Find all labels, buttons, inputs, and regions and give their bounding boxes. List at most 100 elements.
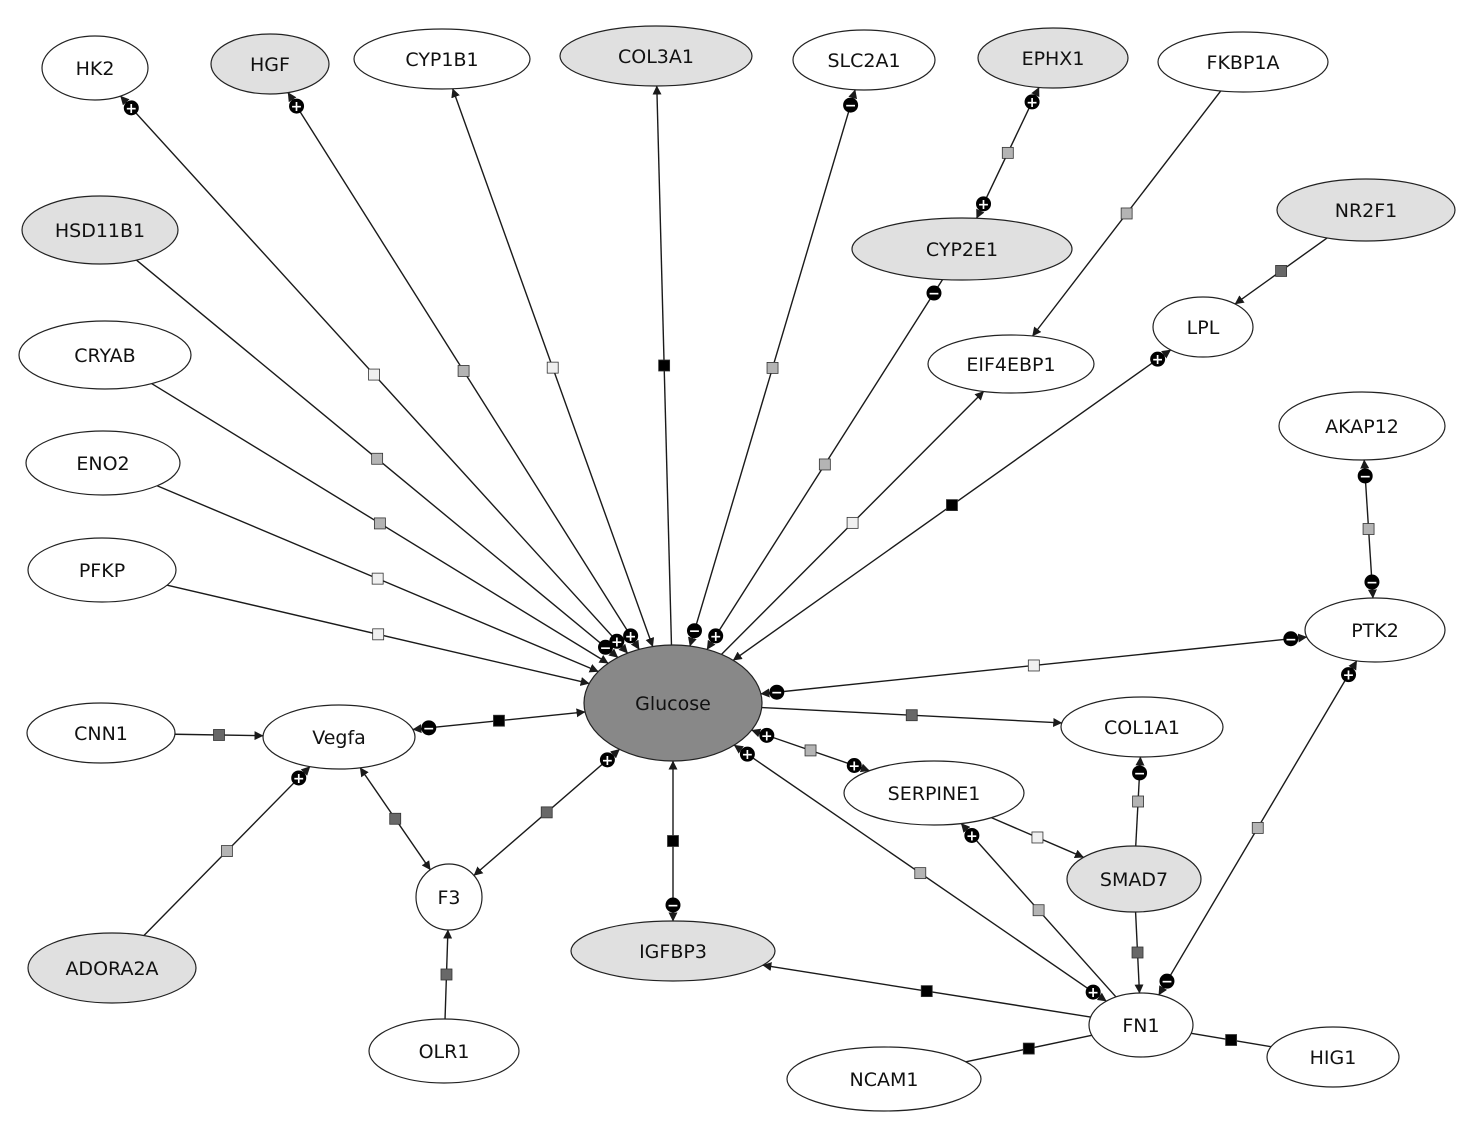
- node-shape: [18, 320, 192, 390]
- sign-circle: [759, 727, 775, 743]
- sign-circle: [1085, 984, 1101, 1000]
- node-adora2a[interactable]: ADORA2A: [27, 932, 197, 1004]
- node-nr2f1[interactable]: NR2F1: [1276, 178, 1456, 242]
- node-ncam1[interactable]: NCAM1: [786, 1046, 982, 1112]
- node-ephx1[interactable]: EPHX1: [977, 27, 1129, 89]
- sign-circle: [739, 746, 755, 762]
- node-fn1[interactable]: FN1: [1088, 992, 1194, 1058]
- node-hgf[interactable]: HGF: [210, 33, 330, 95]
- sign-circle: [846, 758, 862, 774]
- node-shape: [25, 430, 181, 496]
- node-olr1[interactable]: OLR1: [368, 1018, 520, 1084]
- node-serpine1[interactable]: SERPINE1: [843, 760, 1025, 826]
- node-cyp2e1[interactable]: CYP2E1: [851, 217, 1073, 281]
- node-cryab[interactable]: CRYAB: [18, 320, 192, 390]
- sign-glyph: −: [423, 721, 435, 737]
- node-akap12[interactable]: AKAP12: [1278, 391, 1446, 461]
- edges-layer: [120, 85, 1377, 1063]
- node-smad7[interactable]: SMAD7: [1066, 845, 1202, 913]
- sign-circle: [289, 98, 305, 114]
- node-label: NR2F1: [1335, 200, 1398, 222]
- node-slc2a1[interactable]: SLC2A1: [792, 29, 936, 91]
- sign-circle: [609, 633, 625, 649]
- node-shape: [262, 704, 416, 770]
- sign-circle: [1341, 667, 1357, 683]
- node-eno2[interactable]: ENO2: [25, 430, 181, 496]
- sign-glyph: +: [1343, 668, 1355, 684]
- node-label: HIG1: [1310, 1047, 1357, 1069]
- node-shape: [21, 195, 179, 265]
- relation-marker: [658, 359, 671, 372]
- node-col3a1[interactable]: COL3A1: [559, 25, 753, 87]
- node-vegfa[interactable]: Vegfa: [262, 704, 416, 770]
- node-label: CRYAB: [74, 345, 135, 367]
- node-cnn1[interactable]: CNN1: [26, 702, 176, 764]
- node-lpl[interactable]: LPL: [1152, 296, 1254, 358]
- node-glucose[interactable]: Glucose: [583, 644, 763, 762]
- node-label: PFKP: [79, 560, 125, 582]
- relation-marker: [914, 867, 927, 880]
- node-shape: [570, 920, 776, 982]
- positive-sign-icon: +: [291, 770, 307, 787]
- node-shape: [368, 1018, 520, 1084]
- negative-sign-icon: −: [926, 285, 942, 302]
- node-label: F3: [437, 887, 460, 909]
- sign-circle: [291, 770, 307, 786]
- node-col1a1[interactable]: COL1A1: [1060, 696, 1224, 758]
- sign-glyph: −: [928, 286, 940, 302]
- positive-sign-icon: +: [623, 628, 639, 645]
- node-shape: [927, 334, 1095, 394]
- node-pfkp[interactable]: PFKP: [27, 537, 177, 603]
- node-fkbp1a[interactable]: FKBP1A: [1157, 31, 1329, 93]
- positive-sign-icon: +: [1341, 667, 1357, 684]
- node-shape: [41, 35, 149, 101]
- node-shape: [1088, 992, 1194, 1058]
- sign-glyph: −: [845, 98, 857, 114]
- node-ptk2[interactable]: PTK2: [1304, 597, 1446, 663]
- node-cyp1b1[interactable]: CYP1B1: [353, 28, 531, 90]
- sign-glyph: +: [611, 634, 623, 650]
- sign-glyph: −: [771, 685, 783, 701]
- relation-marker: [667, 835, 679, 847]
- node-shape: [583, 644, 763, 762]
- sign-circle: [1364, 574, 1380, 590]
- positive-sign-icon: +: [609, 633, 625, 650]
- relation-marker: [766, 362, 779, 374]
- sign-glyph: +: [978, 197, 990, 213]
- node-shape: [27, 932, 197, 1004]
- node-hig1[interactable]: HIG1: [1266, 1026, 1400, 1088]
- node-eif4ebp1[interactable]: EIF4EBP1: [927, 334, 1095, 394]
- sign-circle: [964, 827, 980, 843]
- relation-marker: [1225, 1034, 1238, 1046]
- relation-marker: [1132, 795, 1144, 808]
- relation-marker: [457, 365, 470, 377]
- sign-circle: [976, 196, 992, 212]
- node-label: CYP2E1: [926, 239, 998, 261]
- node-shape: [26, 702, 176, 764]
- sign-circle: [769, 684, 785, 700]
- sign-circle: [1024, 94, 1040, 110]
- node-label: IGFBP3: [639, 941, 707, 963]
- sign-circle: [623, 628, 639, 644]
- node-shape: [1066, 845, 1202, 913]
- sign-glyph: +: [291, 99, 303, 115]
- relation-marker: [1120, 207, 1133, 220]
- relation-marker: [905, 709, 918, 722]
- node-hk2[interactable]: HK2: [41, 35, 149, 101]
- node-shape: [1278, 391, 1446, 461]
- node-shape: [1266, 1026, 1400, 1088]
- node-label: Glucose: [635, 693, 711, 715]
- relation-marker: [818, 458, 831, 471]
- sign-circle: [598, 639, 614, 655]
- node-label: FN1: [1122, 1015, 1159, 1037]
- node-hsd11b1[interactable]: HSD11B1: [21, 195, 179, 265]
- sign-glyph: −: [1134, 766, 1146, 782]
- relation-marker: [1275, 265, 1288, 277]
- node-f3[interactable]: F3: [415, 863, 483, 931]
- node-shape: [977, 27, 1129, 89]
- nodes-layer: HK2 HGF CYP1B1 COL3A1 SLC2A1 EPHX1 FKBP1A HSD11…: [18, 25, 1456, 1112]
- node-label: HGF: [250, 54, 290, 76]
- node-igfbp3[interactable]: IGFBP3: [570, 920, 776, 982]
- node-label: ADORA2A: [65, 958, 158, 980]
- node-label: SMAD7: [1100, 869, 1168, 891]
